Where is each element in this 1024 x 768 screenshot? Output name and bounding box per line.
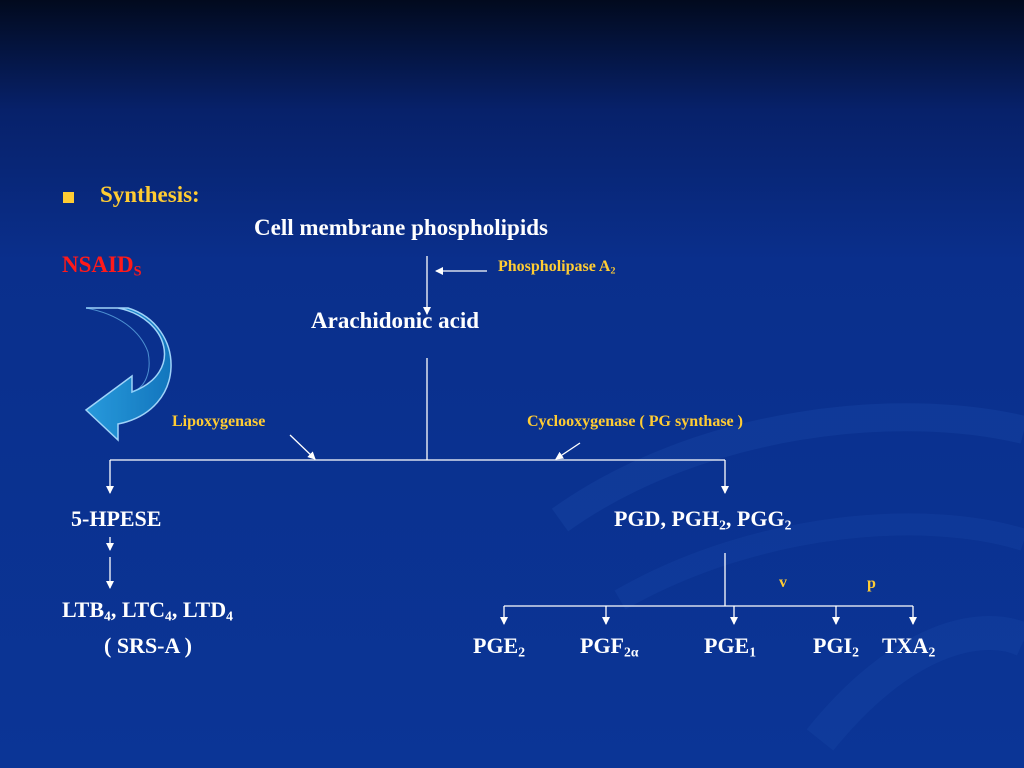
bullet-square-icon	[63, 192, 74, 203]
arrow-cyclooxygenase	[555, 442, 581, 460]
pge2-label: PGE2	[473, 633, 526, 660]
nsaids-label: NSAIDS	[62, 252, 142, 280]
cell-membrane-label: Cell membrane phospholipids	[254, 215, 548, 240]
v-label: v	[779, 574, 787, 591]
srs-a-label: ( SRS-A )	[104, 633, 193, 658]
pgf2a-label: PGF2α	[580, 633, 639, 660]
pge1-label: PGE1	[704, 633, 757, 660]
arachidonic-acid-label: Arachidonic acid	[311, 308, 480, 333]
pg-intermediates-label: PGD, PGH2, PGG2	[614, 506, 792, 533]
txa2-label: TXA2	[882, 633, 936, 660]
arrow-lipoxygenase	[289, 434, 316, 460]
lipoxygenase-label: Lipoxygenase	[172, 413, 266, 430]
pgi2-label: PGI2	[813, 633, 859, 660]
p-label: p	[867, 575, 876, 592]
phospholipase-label: Phospholipase A2	[498, 258, 616, 277]
hpese-label: 5-HPESE	[71, 506, 162, 531]
cyclooxygenase-label: Cyclooxygenase ( PG synthase )	[527, 413, 743, 430]
synthesis-heading: Synthesis:	[100, 182, 200, 207]
leukotrienes-label: LTB4, LTC4, LTD4	[62, 597, 233, 624]
curved-arrow-icon	[84, 307, 172, 442]
